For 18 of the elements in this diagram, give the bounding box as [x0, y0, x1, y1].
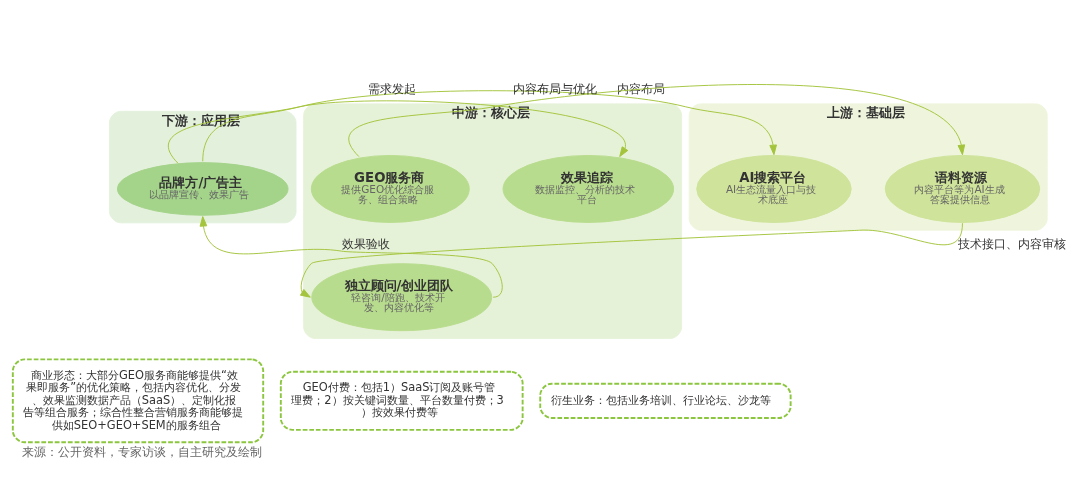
- edge-label: 技术接口、内容审核: [958, 236, 1067, 251]
- caption: 来源：公开资料，专家访谈，自主研究及绘制: [22, 444, 263, 459]
- edge-label: 需求发起: [368, 81, 417, 96]
- node-ellipse: 独立顾问/创业团队 轻咨询/陪跑、技术开发、内容优化等: [311, 262, 493, 331]
- arrow: [299, 222, 963, 298]
- node-ellipse: 品牌方/广告主 以品牌宣传、效果广告: [116, 161, 289, 216]
- arrow: [167, 99, 629, 164]
- node-box: 商业形态：大部分GEO服务商能够提供“效果即服务”的优化策略，包括内容优化、分发、效果监测数据产品（SaaS）、定制化报告等组合服务；综合性整合营销服务商能够提供如SEO+GEO+SEM的服务组合: [11, 357, 265, 443]
- node-box: GEO付费：包括1）SaaS订阅及账号管理费；2）按关键词数量、平台数量付费；3）按效果付费等: [279, 370, 524, 431]
- node-ellipse: AI搜索平台 AI生态流量入口与技术底座: [696, 154, 852, 223]
- arrow: [348, 83, 966, 157]
- node-box: 衍生业务：包括业务培训、行业论坛、沙龙等: [539, 382, 792, 419]
- node-ellipse: 语料资源 内容平台等为AI生成答案提供信息: [884, 154, 1041, 223]
- node-ellipse: GEO服务商 提供GEO优化综合服务、组合策略: [310, 154, 470, 223]
- arrow: [202, 89, 777, 162]
- node-ellipse: 效果追踪 数据监控、分析的技术平台: [502, 154, 675, 223]
- arrow: [199, 215, 503, 298]
- edge-label: 效果验收: [342, 236, 391, 251]
